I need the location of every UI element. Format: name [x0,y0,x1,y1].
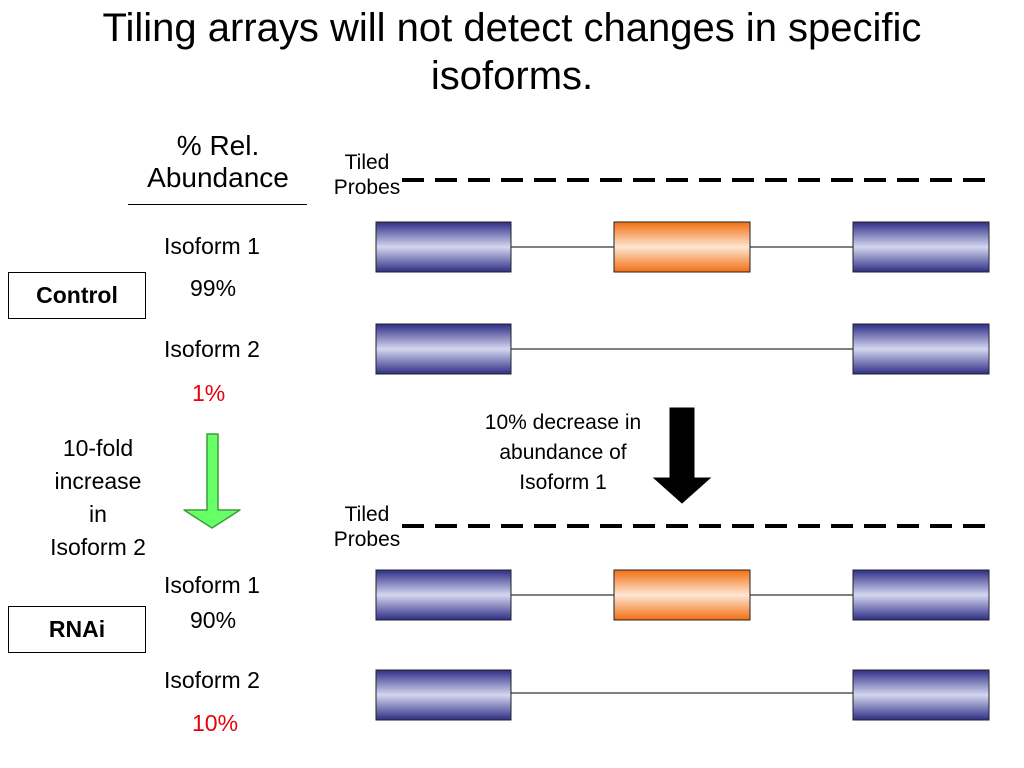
rnai-isoform1-pct: 90% [190,607,237,633]
rel-abundance-header: % Rel. Abundance [128,130,308,194]
control-isoform2-pct: 1% [192,380,226,406]
control-label-box: Control [8,272,146,319]
tiled-probes-line1: Tiled [344,503,390,526]
slide-title: Tiling arrays will not detect changes in… [102,6,922,98]
fold-note-line4: Isoform 2 [50,534,146,560]
constitutive-exon [852,569,990,621]
control-isoform2-label: Isoform 2 [164,336,260,362]
constitutive-exon [852,221,990,273]
increase-arrow-icon [183,433,241,529]
control-isoform1-label: Isoform 1 [164,233,260,259]
constitutive-exon [375,323,512,375]
decrease-note-line3: Isoform 1 [519,471,607,494]
tiled-probes-label-bottom: Tiled Probes [322,502,412,552]
rnai-isoform2-pct: 10% [192,710,239,736]
decrease-note-line1: 10% decrease in [484,411,642,434]
constitutive-exon [375,669,512,721]
fold-note-line1: 10-fold [62,435,134,461]
fold-note-line3: in [89,501,107,527]
rnai-label-box: RNAi [8,606,146,653]
fold-increase-note: 10-fold increase in Isoform 2 [34,432,162,564]
decrease-note: 10% decrease in abundance of Isoform 1 [458,408,668,498]
decrease-arrow-icon [652,407,712,504]
control-isoform1-pct: 99% [190,275,237,301]
constitutive-exon [852,323,990,375]
fold-note-line2: increase [54,468,142,494]
tiled-probes-line1: Tiled [344,151,390,174]
header-line2: Abundance [147,162,289,193]
constitutive-exon [375,569,512,621]
control-isoform2-gene-model [375,323,990,375]
alternative-exon [613,221,751,273]
constitutive-exon [375,221,512,273]
rnai-label: RNAi [48,616,106,642]
header-underline [128,204,307,205]
alternative-exon [613,569,751,621]
rnai-isoform2-label: Isoform 2 [164,667,260,693]
header-line1: % Rel. [176,130,260,161]
rnai-isoform1-label: Isoform 1 [164,572,260,598]
decrease-note-line2: abundance of [499,441,627,464]
tiled-probes-line2: Probes [333,176,401,199]
tiled-probes-label-top: Tiled Probes [322,150,412,200]
control-label: Control [36,282,118,308]
rnai-isoform1-gene-model [375,569,990,621]
control-isoform1-gene-model [375,221,990,273]
rnai-isoform2-gene-model [375,669,990,721]
constitutive-exon [852,669,990,721]
tiled-probes-line2: Probes [333,528,401,551]
